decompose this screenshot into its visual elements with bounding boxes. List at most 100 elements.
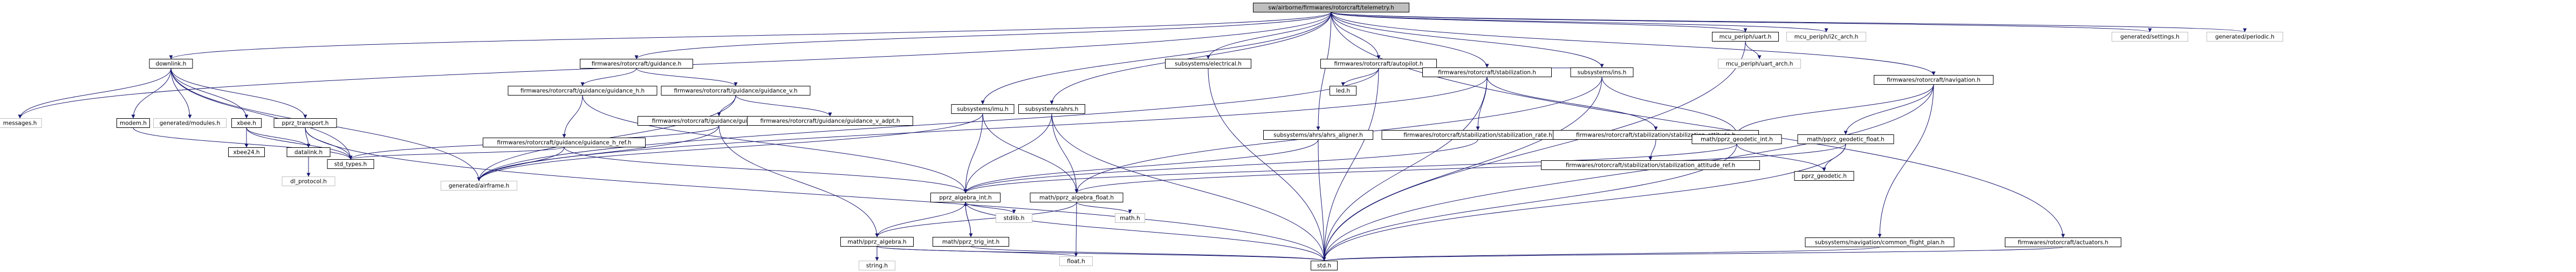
node-box — [2207, 32, 2283, 42]
node-box — [441, 181, 517, 191]
node-guidance-v-adpt[interactable]: firmwares/rotorcraft/guidance/guidance_v… — [747, 116, 913, 126]
edge-pprz-algebra-float-to-float — [1074, 202, 1078, 257]
node-pprz-algebra-int[interactable]: pprz_algebra_int.h — [930, 193, 1001, 202]
edge-stab-att-to-stab-att-ref — [1648, 139, 1656, 161]
node-label: pprz_transport.h — [282, 120, 329, 127]
node-box — [1570, 67, 1634, 77]
node-stabilization[interactable]: firmwares/rotorcraft/stabilization.h — [1422, 67, 1552, 77]
node-box — [951, 104, 1015, 114]
node-box — [1797, 134, 1894, 144]
node-label: pprz_algebra_int.h — [939, 195, 991, 201]
node-pprz-algebra[interactable]: math/pprz_algebra.h — [840, 237, 914, 247]
node-imu[interactable]: subsystems/imu.h — [951, 104, 1015, 114]
node-guidance-h-ref[interactable]: firmwares/rotorcraft/guidance/guidance_h… — [483, 138, 646, 147]
node-label: math/pprz_algebra_float.h — [1039, 195, 1114, 201]
edge-line — [1076, 202, 1132, 214]
edge-stabilization-to-airframe — [477, 77, 1488, 181]
node-actuators[interactable]: firmwares/rotorcraft/actuators.h — [2005, 237, 2121, 247]
node-generated-modules: generated/modules.h — [153, 118, 227, 128]
node-ins[interactable]: subsystems/ins.h — [1570, 67, 1634, 77]
edge-line — [963, 113, 983, 193]
node-pprz-geodetic-float[interactable]: math/pprz_geodetic_float.h — [1797, 134, 1894, 144]
node-electrical[interactable]: subsystems/electrical.h — [1165, 59, 1251, 69]
edge-autopilot-to-led — [1341, 68, 1379, 86]
edge-pprz-algebra-int-to-pprz-algebra — [875, 202, 966, 237]
node-box — [327, 159, 374, 169]
node-label: generated/settings.h — [2120, 34, 2180, 40]
node-guidance[interactable]: firmwares/rotorcraft/guidance.h — [580, 59, 693, 69]
node-box — [930, 193, 1001, 202]
edge-line — [1322, 68, 1379, 261]
node-pprz-geodetic[interactable]: pprz_geodetic.h — [1794, 171, 1854, 181]
node-datalink[interactable]: datalink.h — [286, 147, 331, 157]
node-uart[interactable]: mcu_periph/uart.h — [1712, 32, 1779, 42]
node-pprz-trig-int[interactable]: math/pprz_trig_int.h — [933, 237, 1009, 247]
edge-line — [477, 77, 1488, 181]
edge-pprz-algebra-float-to-pprz-algebra — [875, 202, 1077, 237]
node-box — [1320, 59, 1437, 69]
node-box — [231, 118, 262, 128]
node-string: string.h — [859, 261, 895, 270]
node-label: subsystems/imu.h — [957, 106, 1009, 113]
node-ahrs-aligner[interactable]: subsystems/ahrs/ahrs_aligner.h — [1263, 130, 1373, 140]
node-box — [1115, 213, 1145, 223]
node-label: math/pprz_geodetic_int.h — [1701, 137, 1773, 143]
edge-stabilization-to-stab-rate — [1476, 77, 1488, 131]
node-root[interactable]: sw/airborne/firmwares/rotorcraft/telemet… — [1253, 3, 1409, 12]
node-i2c-arch: mcu_periph/i2c_arch.h — [1786, 32, 1866, 42]
node-label: firmwares/rotorcraft/guidance/guidance_h… — [520, 88, 645, 94]
node-std[interactable]: std.h — [1311, 261, 1338, 270]
edge-line — [1208, 68, 1326, 261]
edge-actuators-to-std — [1323, 247, 2064, 261]
edge-guidance-to-guidance-v — [636, 68, 738, 86]
edge-line — [875, 202, 966, 237]
node-std-types[interactable]: std_types.h — [327, 159, 374, 169]
edge-pprz-geodetic-float-to-std — [1322, 144, 1846, 261]
node-modem[interactable]: modem.h — [117, 118, 150, 128]
node-common-flight-plan[interactable]: subsystems/navigation/common_flight_plan… — [1805, 237, 1955, 247]
edge-imu-to-pprz-algebra-float — [982, 113, 1079, 193]
edge-line — [1878, 84, 1934, 238]
node-stab-rate[interactable]: firmwares/rotorcraft/stabilization/stabi… — [1381, 130, 1574, 140]
edge-line — [477, 68, 1379, 181]
node-stab-att-ref[interactable]: firmwares/rotorcraft/stabilization/stabi… — [1541, 160, 1760, 170]
edge-downlink-to-modem — [131, 68, 172, 119]
node-xbee[interactable]: xbee.h — [231, 118, 262, 128]
node-label: float.h — [1067, 259, 1085, 265]
node-pprz-geodetic-int[interactable]: math/pprz_geodetic_int.h — [1691, 134, 1782, 144]
node-downlink[interactable]: downlink.h — [149, 59, 193, 69]
node-label: firmwares/rotorcraft/stabilization/stabi… — [1403, 132, 1552, 139]
edge-root-to-guidance — [634, 12, 1332, 59]
node-pprz-transport[interactable]: pprz_transport.h — [273, 118, 337, 128]
edge-line — [1331, 12, 1936, 76]
node-autopilot[interactable]: firmwares/rotorcraft/autopilot.h — [1320, 59, 1437, 69]
node-box — [1059, 256, 1093, 266]
node-uart-arch: mcu_periph/uart_arch.h — [1718, 59, 1801, 69]
node-led[interactable]: led.h — [1330, 86, 1356, 96]
node-guidance-v[interactable]: firmwares/rotorcraft/guidance/guidance_v… — [661, 86, 811, 96]
node-guidance-h[interactable]: firmwares/rotorcraft/guidance/guidance_h… — [508, 86, 657, 96]
node-label: generated/periodic.h — [2215, 34, 2274, 40]
node-box — [1794, 171, 1854, 181]
node-ahrs[interactable]: subsystems/ahrs.h — [1018, 104, 1085, 114]
node-navigation[interactable]: firmwares/rotorcraft/navigation.h — [1874, 75, 1993, 85]
edge-line — [735, 95, 832, 117]
edge-pprz-geodetic-int-to-pprz-algebra-int — [963, 144, 1737, 193]
edge-line — [634, 12, 1332, 59]
edge-line — [876, 246, 1326, 261]
edge-pprz-algebra-float-to-math — [1076, 202, 1132, 214]
node-pprz-algebra-float[interactable]: math/pprz_algebra_float.h — [1030, 193, 1123, 202]
edge-line — [965, 202, 1016, 214]
node-label: subsystems/ins.h — [1578, 70, 1627, 76]
node-label: generated/airframe.h — [449, 183, 510, 189]
node-periodic: generated/periodic.h — [2207, 32, 2283, 42]
node-box — [1422, 67, 1552, 77]
node-xbee24[interactable]: xbee24.h — [228, 147, 265, 157]
edge-line — [1476, 77, 1488, 131]
node-label: std.h — [1317, 263, 1331, 269]
edge-line — [1735, 84, 1934, 135]
edge-line — [170, 68, 249, 119]
node-box — [1263, 130, 1373, 140]
edge-line — [1331, 12, 1828, 32]
edge-line — [970, 246, 1326, 261]
